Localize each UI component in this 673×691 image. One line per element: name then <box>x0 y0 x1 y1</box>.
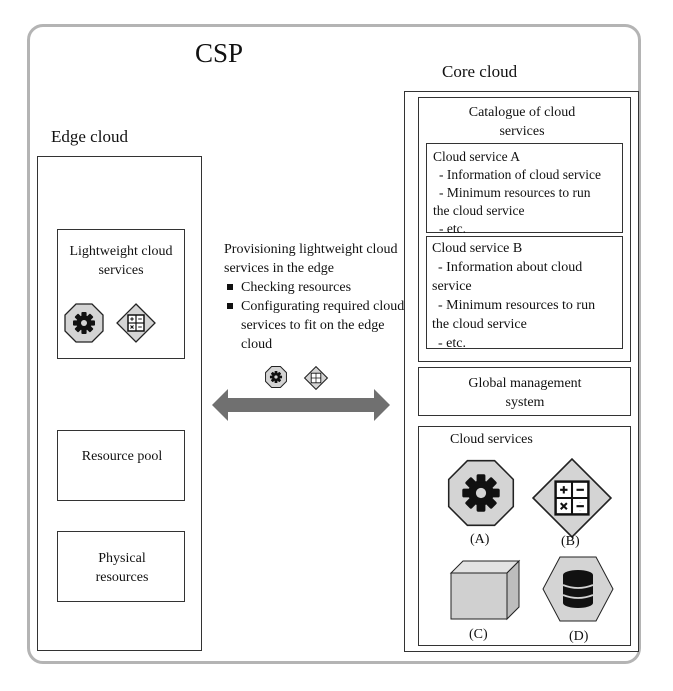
csp-title: CSP <box>195 38 244 68</box>
cloud-service-b-title: Cloud service B <box>432 241 523 256</box>
physical-resources-label: Physical resources <box>95 551 149 585</box>
provisioning-bullets: Checking resources Configurating require… <box>224 278 410 354</box>
bullet-checking-resources: Checking resources <box>224 278 410 297</box>
resource-pool-label: Resource pool <box>81 449 163 464</box>
cloud-service-a-resources-cont: the cloud service <box>433 203 525 218</box>
bullet-configurating-services: Configurating required cloud services to… <box>224 297 410 354</box>
cloud-service-label-a: (A) <box>470 532 490 547</box>
cloud-service-b-etc: - etc. <box>438 336 466 351</box>
cloud-service-b-box: Cloud service B - Information about clou… <box>426 236 623 351</box>
resource-pool-box: Resource pool <box>57 430 185 501</box>
calculator-icon <box>303 365 329 391</box>
physical-resources-box: Physical resources <box>57 531 185 602</box>
cloud-service-b-resources: - Minimum resources to run <box>438 298 596 313</box>
calculator-icon <box>116 303 156 343</box>
cloud-service-label-c: (C) <box>469 627 488 642</box>
cloud-services-title: Cloud services <box>450 432 533 447</box>
gear-icon <box>447 459 515 527</box>
calculator-icon <box>531 457 613 539</box>
lightweight-services-label: Lightweight cloud services <box>69 244 173 278</box>
bidirectional-arrow <box>212 389 390 421</box>
provisioning-text: Provisioning lightweight cloud services … <box>224 240 410 354</box>
core-cloud-title: Core cloud <box>442 62 518 81</box>
cloud-service-a-info: - Information of cloud service <box>439 167 601 182</box>
cloud-service-label-d: (D) <box>569 629 589 644</box>
gear-icon <box>265 366 287 388</box>
cloud-service-a-title: Cloud service A <box>433 149 520 164</box>
lightweight-services-box: Lightweight cloud services <box>57 229 185 359</box>
edge-cloud-title: Edge cloud <box>51 127 128 146</box>
database-icon <box>542 556 614 622</box>
cloud-service-b-info: - Information about cloud <box>438 260 583 275</box>
cloud-service-b-info-cont: service <box>432 279 472 294</box>
global-management-system-label: Global management system <box>468 376 582 410</box>
catalogue-title: Catalogue of cloud services <box>468 105 576 139</box>
cloud-service-label-b: (B) <box>561 534 580 549</box>
csp-frame <box>27 24 641 664</box>
cloud-service-a-resources: - Minimum resources to run <box>439 185 591 200</box>
cloud-service-b-resources-cont: the cloud service <box>432 317 527 332</box>
cloud-service-a-text: Cloud service A - Information of cloud s… <box>433 148 623 238</box>
cloud-service-a-box: Cloud service A - Information of cloud s… <box>426 143 623 236</box>
cloud-service-a-etc: - etc. <box>439 221 466 236</box>
global-management-system-box: Global management system <box>418 367 631 416</box>
provisioning-heading: Provisioning lightweight cloud services … <box>224 242 398 276</box>
cube-icon <box>449 559 521 621</box>
cloud-services-box: Cloud services (A) (B) <box>418 426 631 646</box>
cloud-service-b-text: Cloud service B - Information about clou… <box>432 239 624 353</box>
gear-icon <box>64 303 104 343</box>
